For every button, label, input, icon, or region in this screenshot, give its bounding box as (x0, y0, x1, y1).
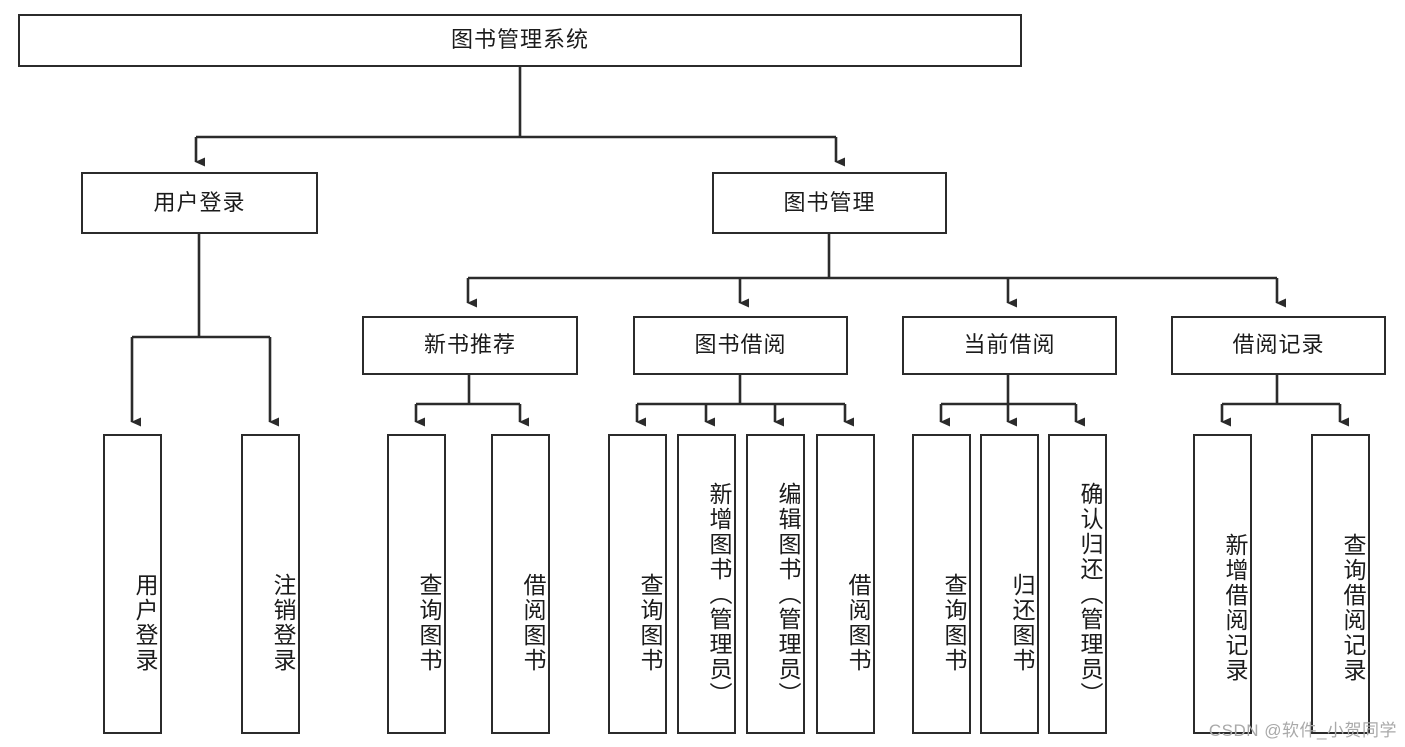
watermark-text: CSDN @软件_小贺同学 (1208, 721, 1397, 740)
node-root-library-system[interactable]: 图书管理系统 (18, 14, 1022, 67)
node-label: 编辑图书（管理员） (775, 481, 801, 707)
node-label: 借阅图书 (845, 573, 871, 673)
edges-record-to-leaves (1220, 375, 1349, 427)
node-leaf-query-book-current[interactable]: 查询图书 (912, 434, 971, 734)
node-label: 新增图书（管理员） (706, 481, 732, 707)
node-leaf-edit-book-admin[interactable]: 编辑图书（管理员） (746, 434, 805, 734)
edges-bookmgmt-to-level3 (466, 234, 1286, 308)
node-label: 图书借阅 (694, 332, 787, 358)
node-book-management[interactable]: 图书管理 (712, 172, 947, 234)
node-label: 图书管理 (783, 189, 876, 215)
edges-borrow-to-leaves (635, 375, 854, 427)
node-book-borrow[interactable]: 图书借阅 (633, 316, 848, 375)
node-current-borrow[interactable]: 当前借阅 (902, 316, 1117, 375)
edges-root-to-level2 (194, 67, 845, 167)
edges-newbook-to-leaves (414, 375, 529, 427)
node-leaf-return-book[interactable]: 归还图书 (980, 434, 1039, 734)
node-leaf-confirm-return-admin[interactable]: 确认归还（管理员） (1048, 434, 1107, 734)
node-label: 归还图书 (1009, 573, 1035, 673)
node-leaf-borrow-book-recommend[interactable]: 借阅图书 (491, 434, 550, 734)
node-new-book-recommend[interactable]: 新书推荐 (362, 316, 578, 375)
node-label: 查询图书 (941, 573, 967, 673)
node-leaf-add-book-admin[interactable]: 新增图书（管理员） (677, 434, 736, 734)
node-leaf-query-borrow-record[interactable]: 查询借阅记录 (1311, 434, 1370, 734)
node-label: 借阅记录 (1232, 332, 1325, 358)
node-borrow-record[interactable]: 借阅记录 (1171, 316, 1386, 375)
node-label: 查询借阅记录 (1340, 533, 1366, 683)
edges-userlogin-to-leaves (130, 234, 279, 427)
node-label: 借阅图书 (520, 573, 546, 673)
node-label: 注销登录 (270, 573, 296, 673)
node-leaf-query-book-borrow[interactable]: 查询图书 (608, 434, 667, 734)
node-label: 查询图书 (637, 573, 663, 673)
node-label: 新增借阅记录 (1222, 533, 1248, 683)
node-label: 图书管理系统 (450, 27, 589, 53)
node-leaf-user-login[interactable]: 用户登录 (103, 434, 162, 734)
node-label: 新书推荐 (423, 332, 516, 358)
edges-current-to-leaves (939, 375, 1085, 427)
node-user-login[interactable]: 用户登录 (81, 172, 318, 234)
node-label: 查询图书 (416, 573, 442, 673)
node-leaf-borrow-book[interactable]: 借阅图书 (816, 434, 875, 734)
node-label: 用户登录 (153, 189, 246, 215)
node-leaf-add-borrow-record[interactable]: 新增借阅记录 (1193, 434, 1252, 734)
node-label: 确认归还（管理员） (1077, 481, 1103, 707)
node-label: 当前借阅 (963, 332, 1056, 358)
node-label: 用户登录 (132, 573, 158, 673)
node-leaf-query-book-recommend[interactable]: 查询图书 (387, 434, 446, 734)
node-leaf-logout[interactable]: 注销登录 (241, 434, 300, 734)
